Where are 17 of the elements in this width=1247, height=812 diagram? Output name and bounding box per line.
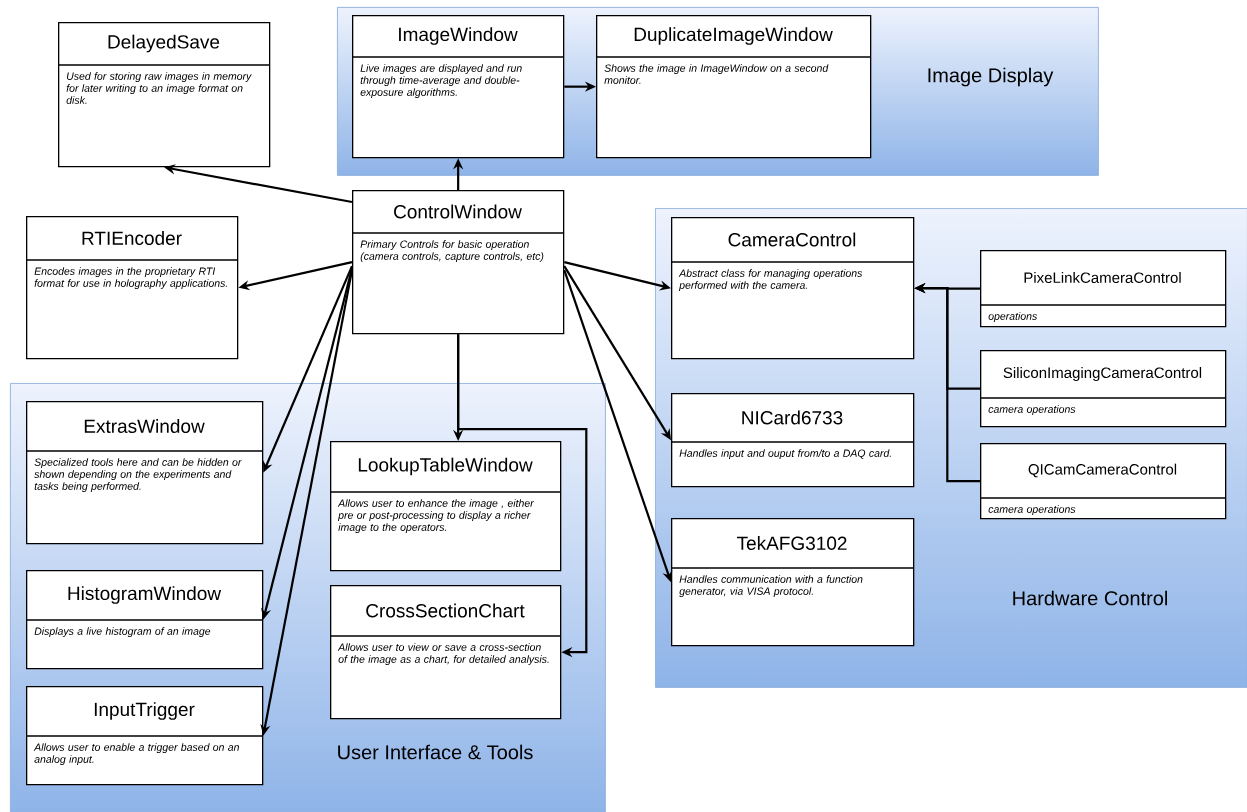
class-box: InputTrigger Allows user to enable a trigger based on an analog input. — [25, 686, 264, 786]
class-box: PixeLinkCameraControl operations — [979, 250, 1227, 328]
class-box: HistogramWindow Displays a live histogram of an image — [25, 570, 264, 670]
class-box: ControlWindow Primary Controls for basic operation (camera controls, capture controls, etc) — [351, 190, 565, 335]
class-box: SiliconImagingCameraControl camera operations — [979, 350, 1227, 428]
arrow — [457, 334, 588, 658]
class-box: NICard6733 Handles input and ouput from/to a DAQ card. — [670, 393, 915, 488]
class-box: DelayedSave Used for storing raw images in memory for later writing to an image format on disk. — [57, 22, 271, 168]
class-box: CameraControl Abstract class for managing operations performed with the camera. — [670, 217, 915, 360]
class-box: RTIEncoder Encodes images in the proprietary RTI format for use in holography applications. — [25, 216, 239, 360]
class-box: TekAFG3102 Handles communication with a function generator, via VISA protocol. — [670, 518, 915, 647]
class-box: CrossSectionChart Allows user to view or save a cross-section of the image as a chart, for detailed analysis. — [329, 585, 562, 720]
class-box: LookupTableWindow Allows user to enhance the image , either pre or post-processing to display a richer image to the operators. — [329, 441, 562, 572]
class-box: DuplicateImageWindow Shows the image in ImageWindow on a second monitor. — [595, 15, 872, 159]
class-box: QICamCameraControl camera operations — [979, 443, 1227, 520]
class-box: ImageWindow Live images are displayed and run through time-average and double-exposure algorithms. — [351, 15, 565, 159]
class-box: ExtrasWindow Specialized tools here and can be hidden or shown depending on the experiments and tasks being performed. — [25, 401, 264, 545]
